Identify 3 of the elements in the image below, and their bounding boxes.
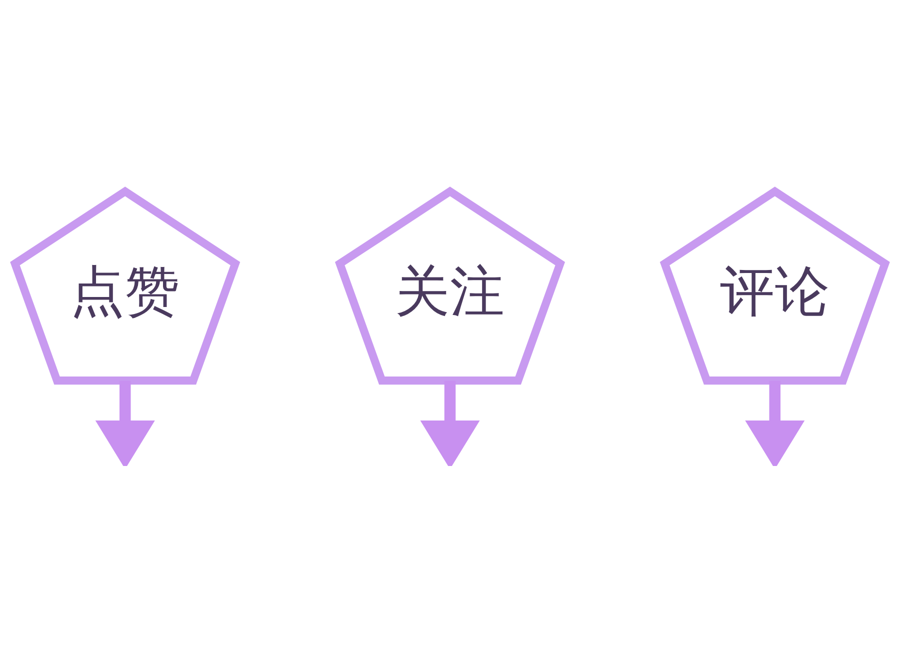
arrow <box>745 380 805 466</box>
arrow <box>95 380 155 466</box>
arrow <box>420 380 480 466</box>
